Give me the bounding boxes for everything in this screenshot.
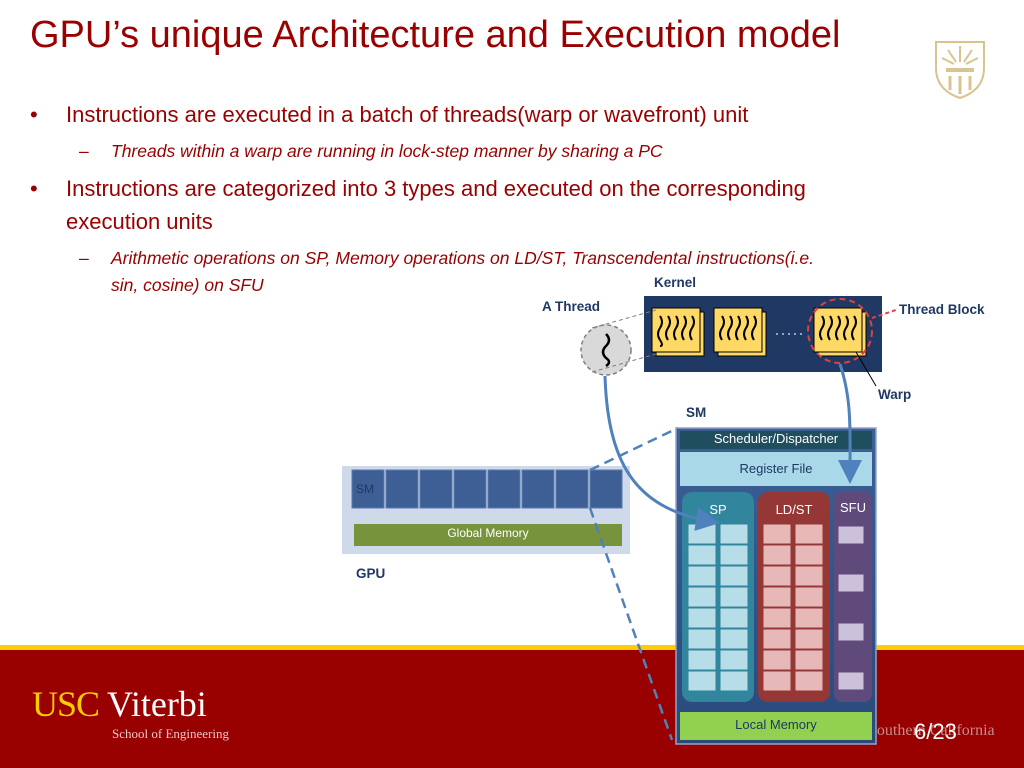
bullet-2-line2: execution units	[66, 206, 213, 238]
page-number: 6/23	[914, 719, 957, 744]
ldst-label: LD/ST	[775, 502, 813, 517]
gpu-sm-label: SM	[356, 482, 374, 496]
thread-to-sp-arrow	[603, 375, 720, 531]
thread-block-highlight	[807, 298, 873, 364]
sub-bullet-2-text-line1: Arithmetic operations on SP, Memory oper…	[111, 248, 814, 268]
warp-label: Warp	[878, 387, 912, 402]
gpu-sm-row	[351, 469, 623, 509]
global-memory-label: Global Memory	[447, 526, 529, 540]
sfu-label: SFU	[840, 500, 866, 515]
viterbi-logo: Viterbi	[107, 684, 207, 724]
sp-label: SP	[709, 502, 727, 517]
gpu-label: GPU	[356, 566, 386, 581]
dash-icon: –	[79, 248, 89, 268]
thread-block-1	[651, 307, 705, 357]
local-memory-bar	[680, 712, 872, 740]
sub-bullet-2-text-line2: sin, cosine) on SFU	[111, 275, 264, 295]
school-name: School of Engineering	[112, 726, 229, 741]
sub-bullet-2-line2: sin, cosine) on SFU	[111, 272, 264, 299]
bullet-2-text-line2: execution units	[66, 209, 213, 234]
thread-block-label: Thread Block	[899, 302, 985, 317]
thread-block-2	[713, 307, 767, 357]
ldst-cells	[762, 523, 824, 692]
sfu-cells	[837, 525, 865, 691]
university-name: Southern California	[868, 722, 995, 739]
scheduler-label: Scheduler/Dispatcher	[713, 431, 839, 446]
usc-seal-icon	[935, 41, 985, 100]
scheduler-bar	[680, 431, 872, 449]
footer-accent-bar	[0, 645, 1024, 651]
bullet-2-text-line1: Instructions are categorized into 3 type…	[66, 176, 806, 201]
sub-bullet-1: – Threads within a warp are running in l…	[79, 138, 663, 165]
thread-label: A Thread	[542, 299, 601, 314]
dash-icon: –	[79, 141, 89, 161]
bullet-dot-icon: •	[30, 176, 38, 201]
sm-label: SM	[686, 405, 707, 420]
sub-bullet-1-text: Threads within a warp are running in loc…	[111, 141, 663, 161]
sub-bullet-2: – Arithmetic operations on SP, Memory op…	[79, 245, 814, 272]
local-memory-label: Local Memory	[735, 717, 817, 732]
sfu-column	[834, 492, 872, 702]
kernel-label: Kernel	[654, 275, 697, 290]
bullet-2: • Instructions are categorized into 3 ty…	[30, 173, 806, 205]
warp-pointer	[855, 351, 877, 387]
usc-logo: USC	[32, 684, 100, 724]
register-file-label: Register File	[739, 461, 813, 476]
bullet-1-text: Instructions are executed in a batch of …	[66, 102, 749, 127]
bullet-1: • Instructions are executed in a batch o…	[30, 99, 749, 131]
slide-title: GPU’s unique Architecture and Execution …	[30, 14, 841, 56]
thread-block-3	[813, 307, 867, 357]
thread-circle	[580, 324, 632, 376]
warp-to-sfu-arrow	[838, 363, 863, 484]
bullet-dot-icon: •	[30, 102, 38, 127]
global-memory-bar	[354, 524, 622, 546]
